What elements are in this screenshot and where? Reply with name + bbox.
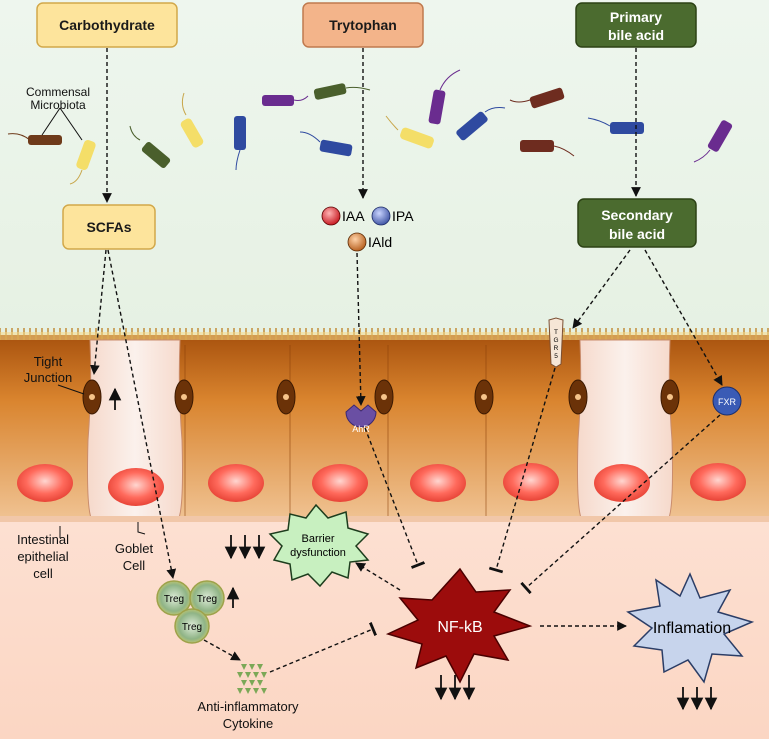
cytokine-line2: Cytokine	[223, 716, 274, 731]
nucleus	[312, 464, 368, 502]
fxr-receptor: FXR	[712, 386, 742, 416]
barrier-line2: dysfunction	[290, 547, 346, 559]
pathway-arrows	[89, 48, 723, 661]
bacterium	[456, 107, 506, 141]
nucleus	[108, 468, 164, 506]
commensal-bacteria	[7, 69, 733, 185]
carbohydrate-label: Carbothydrate	[59, 17, 155, 33]
barrier-dysfunction-burst: Barrier dysfunction	[268, 503, 370, 588]
bacterium	[69, 139, 96, 185]
tight-junction	[276, 379, 296, 415]
ahr-label: AhR	[352, 424, 370, 434]
nucleus	[690, 463, 746, 501]
bacterium	[313, 83, 371, 100]
primary-bile-line2: bile acid	[608, 27, 664, 43]
iald-label: IAld	[368, 234, 392, 250]
label-pointers	[57, 384, 146, 538]
primary-bile-acid-box: Primary bile acid	[575, 2, 697, 48]
treg-label: Treg	[182, 622, 202, 633]
primary-bile-line1: Primary	[610, 9, 662, 25]
nfkb-burst: NF-kB	[385, 567, 533, 684]
scfas-box: SCFAs	[62, 204, 156, 250]
barrier-line1: Barrier	[301, 533, 334, 545]
iaa-label: IAA	[342, 208, 365, 224]
tight-junctions	[82, 379, 680, 415]
nucleus	[410, 464, 466, 502]
tryptophan-label: Trytophan	[329, 17, 397, 33]
nucleus	[17, 464, 73, 502]
cytokine-triangles	[237, 664, 267, 694]
tight-junction-line1: Tight	[34, 354, 63, 369]
goblet-line2: Cell	[123, 558, 146, 573]
iaa-molecule: IAA	[321, 206, 365, 226]
tight-junction	[474, 379, 494, 415]
cytokine-line1: Anti-inflammatory	[197, 699, 299, 714]
bacterium	[509, 87, 565, 109]
bacterium	[7, 133, 62, 145]
epithelial-line2: epithelial	[17, 549, 68, 564]
nucleus	[503, 463, 559, 501]
bacterium	[299, 131, 353, 157]
tight-junction	[568, 379, 588, 415]
bacterium	[385, 115, 434, 149]
bacterium	[234, 116, 246, 171]
microbiota-line2: Microbiota	[30, 98, 86, 112]
tight-junction	[374, 379, 394, 415]
ipa-label: IPA	[392, 208, 414, 224]
tgr5-letter-r: R	[554, 345, 559, 352]
nuclei	[17, 463, 746, 506]
tgr5-letter-g: G	[553, 337, 558, 344]
tryptophan-box: Trytophan	[302, 2, 424, 48]
secondary-bile-acid-box: Secondary bile acid	[577, 198, 697, 248]
bacterium	[129, 125, 171, 169]
tight-junction	[82, 379, 102, 415]
bacterium	[262, 95, 309, 106]
tgr5-letter-5: 5	[554, 353, 558, 360]
fxr-label: FXR	[718, 397, 737, 407]
ipa-molecule: IPA	[371, 206, 414, 226]
treg-label: Treg	[197, 594, 217, 605]
trend-arrows	[108, 387, 718, 711]
tight-junction	[174, 379, 194, 415]
tgr5-letter-t: T	[554, 329, 558, 336]
nucleus	[208, 464, 264, 502]
bacterium	[520, 140, 575, 157]
treg-label: Treg	[164, 594, 184, 605]
nfkb-label: NF-kB	[437, 619, 482, 636]
lamina-propria	[0, 520, 769, 739]
carbohydrate-box: Carbothydrate	[36, 2, 178, 48]
ahr-receptor: AhR	[345, 404, 377, 434]
treg-cell: Treg	[189, 580, 225, 616]
inhibition-lines	[269, 367, 721, 673]
lumen-background	[0, 0, 769, 335]
inflammation-label: Inflamation	[653, 620, 731, 637]
epithelial-line3: cell	[33, 566, 53, 581]
nucleus	[594, 464, 650, 502]
inflammation-burst: Inflamation	[626, 572, 755, 684]
tight-junction-line2: Junction	[24, 370, 72, 385]
tgr5-receptor: T G R 5	[548, 317, 564, 368]
bacterium	[180, 92, 204, 148]
scfas-label: SCFAs	[86, 219, 131, 235]
epithelial-line1: Intestinal	[17, 532, 69, 547]
microbiota-line1: Commensal	[26, 85, 90, 99]
goblet-line1: Goblet	[115, 541, 154, 556]
treg-cell: Treg	[174, 608, 210, 644]
bacterium	[428, 69, 461, 125]
tight-junction	[660, 379, 680, 415]
iald-molecule: IAld	[347, 232, 392, 252]
secondary-bile-line1: Secondary	[601, 207, 673, 223]
treg-cluster: Treg Treg Treg	[156, 580, 225, 644]
microbiota-pointer	[41, 107, 83, 141]
secondary-bile-line2: bile acid	[609, 226, 665, 242]
bacterium	[693, 120, 733, 163]
